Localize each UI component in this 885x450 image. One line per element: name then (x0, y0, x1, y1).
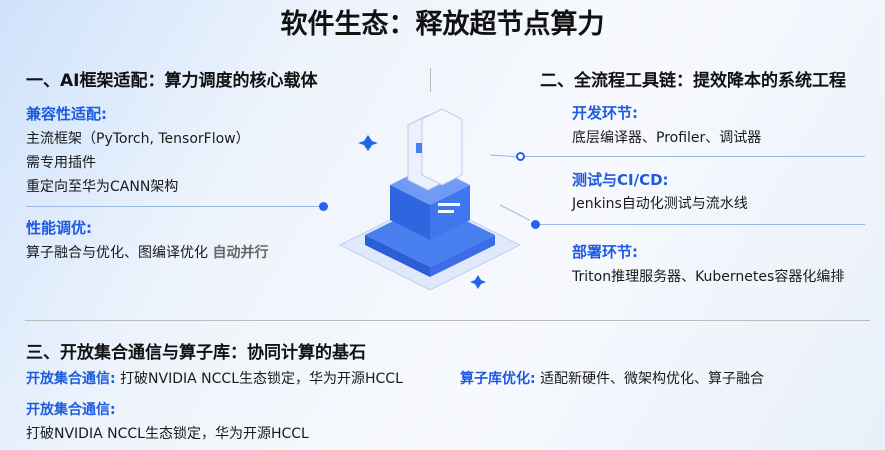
compat-line: 重定向至华为CANN架构 (26, 179, 179, 195)
connector-line (26, 206, 324, 207)
connector-dot (531, 220, 540, 229)
comm-text: 打破NVIDIA NCCL生态锁定，华为开源HCCL (120, 371, 403, 387)
comm-label: 开放集合通信: (26, 371, 116, 387)
compat-line: 需专用插件 (26, 155, 96, 171)
op-label: 算子库优化: (460, 371, 536, 387)
comm-row: 开放集合通信: 打破NVIDIA NCCL生态锁定，华为开源HCCL (26, 368, 403, 388)
perf-text-main: 算子融合与优化、图编译优化 (26, 245, 208, 261)
perf-text: 算子融合与优化、图编译优化 自动并行 (26, 242, 268, 262)
dev-text: 底层编译器、Profiler、调试器 (572, 130, 762, 146)
dev-label: 开发环节: (572, 104, 638, 122)
divider (25, 320, 870, 321)
section2-heading: 二、全流程工具链：提效降本的系统工程 (540, 71, 846, 91)
op-row: 算子库优化: 适配新硬件、微架构优化、算子融合 (460, 368, 764, 388)
connector-line (520, 156, 865, 157)
compat-label: 兼容性适配: (26, 105, 107, 123)
section3-heading: 三、开放集合通信与算子库：协同计算的基石 (26, 343, 366, 363)
deploy-label: 部署环节: (572, 243, 638, 261)
page-title: 软件生态：释放超节点算力 (280, 9, 605, 40)
connector-dot (516, 152, 525, 161)
comm2-label: 开放集合通信: (26, 402, 116, 418)
connector-dot (319, 202, 328, 211)
perf-text-extra: 自动并行 (212, 245, 269, 261)
compat-line: 主流框架（PyTorch, TensorFlow） (26, 131, 250, 147)
test-label: 测试与CI/CD: (572, 171, 669, 189)
perf-label: 性能调优: (26, 219, 92, 237)
server-illustration-icon (338, 108, 530, 291)
deploy-text: Triton推理服务器、Kubernetes容器化编排 (572, 269, 845, 285)
op-text: 适配新硬件、微架构优化、算子融合 (540, 371, 765, 387)
test-text: Jenkins自动化测试与流水线 (572, 196, 748, 212)
connector-line (535, 224, 865, 225)
divider (430, 68, 431, 92)
section1-heading: 一、AI框架适配：算力调度的核心载体 (26, 71, 318, 91)
comm2-text: 打破NVIDIA NCCL生态锁定，华为开源HCCL (26, 426, 309, 442)
